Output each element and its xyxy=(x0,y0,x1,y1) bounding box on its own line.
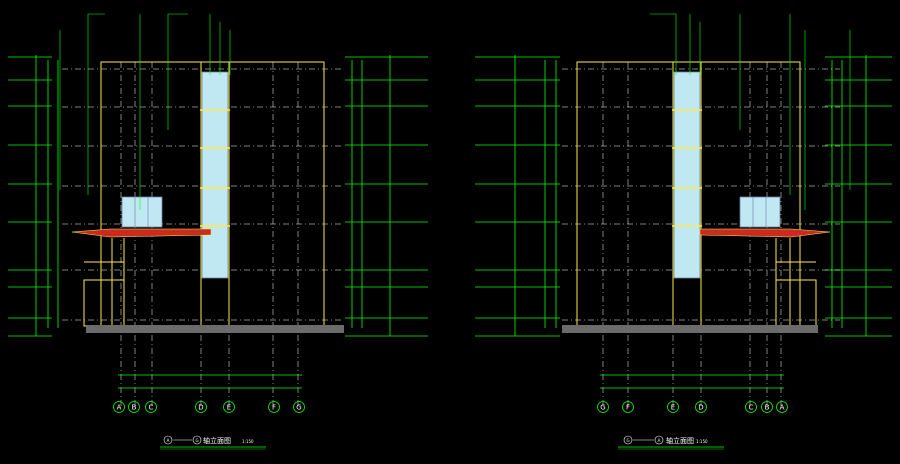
caption-title: 轴立面图 xyxy=(203,436,231,445)
axis-bubble: B xyxy=(761,401,773,413)
left-bottom-dims xyxy=(118,374,302,389)
axis-label: F xyxy=(272,404,276,412)
axis-bubble: F xyxy=(622,401,634,413)
axis-label: A xyxy=(780,404,785,412)
caption-end-axis: A xyxy=(658,438,661,443)
axis-label: B xyxy=(765,404,770,412)
axis-bubble: E xyxy=(667,401,679,413)
axis-bubble: D xyxy=(195,401,207,413)
right-ground xyxy=(562,325,818,333)
right-left-level-marks xyxy=(475,55,560,337)
right-axis-bubbles: G F E D C B A xyxy=(597,401,788,413)
left-glass-box xyxy=(121,196,163,228)
left-axis-bubbles: A B C D E F G xyxy=(113,401,305,413)
caption-start-axis: G xyxy=(626,438,629,443)
axis-label: A xyxy=(117,404,122,412)
right-elevation: G F E D C B A xyxy=(475,13,892,450)
left-canopy xyxy=(71,228,212,238)
right-canopy xyxy=(699,228,831,238)
caption-scale: 1:150 xyxy=(242,439,254,444)
right-glass-box xyxy=(739,196,781,228)
axis-label: E xyxy=(671,404,675,412)
left-level-marks xyxy=(8,55,59,337)
axis-bubble: C xyxy=(145,401,157,413)
right-right-level-marks xyxy=(825,55,892,337)
left-stair-glazing xyxy=(200,71,230,279)
axis-bubble: F xyxy=(268,401,280,413)
axis-bubble: D xyxy=(695,401,707,413)
left-leaders xyxy=(59,13,231,210)
axis-label: G xyxy=(600,404,605,412)
left-caption: A G 轴立面图 1:150 xyxy=(160,435,266,450)
axis-label: C xyxy=(749,404,754,412)
axis-bubble: G xyxy=(597,401,609,413)
right-building-outline xyxy=(576,61,817,327)
right-caption: G A 轴立面图 1:150 xyxy=(618,435,724,450)
caption-title: 轴立面图 xyxy=(666,436,694,445)
axis-label: E xyxy=(227,404,231,412)
axis-label: C xyxy=(149,404,154,412)
caption-scale: 1:150 xyxy=(696,439,708,444)
axis-bubble: C xyxy=(745,401,757,413)
right-leaders xyxy=(650,13,851,210)
axis-label: F xyxy=(626,404,630,412)
axis-bubble: B xyxy=(128,401,140,413)
axis-bubble: A xyxy=(776,401,788,413)
axis-bubble: E xyxy=(223,401,235,413)
axis-label: B xyxy=(132,404,137,412)
axis-label: D xyxy=(698,404,703,412)
right-level-marks xyxy=(345,55,428,337)
left-building-outline xyxy=(83,61,325,327)
axis-label: D xyxy=(198,404,203,412)
right-bottom-dims xyxy=(600,374,784,389)
caption-start-axis: A xyxy=(167,438,170,443)
caption-end-axis: G xyxy=(195,438,198,443)
left-elevation: A B C D E F G xyxy=(8,13,428,450)
axis-bubble: A xyxy=(113,401,125,413)
right-stair-glazing xyxy=(672,71,702,279)
axis-bubble: G xyxy=(293,401,305,413)
left-ground xyxy=(86,325,344,333)
axis-label: G xyxy=(296,404,301,412)
